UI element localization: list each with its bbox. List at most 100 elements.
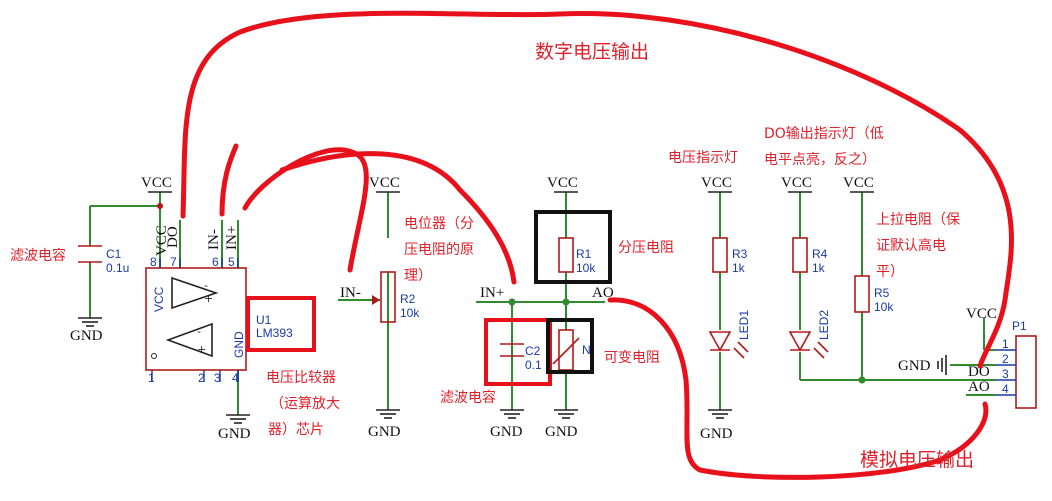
c2-highlight-box <box>484 318 552 386</box>
p1-ao-net: AO <box>968 379 990 395</box>
u1-vcc-pin-label: VCC <box>152 286 166 312</box>
u1-pin-7: 7 <box>170 255 177 269</box>
svg-text:-: - <box>197 325 201 338</box>
r4-value: 1k <box>812 261 826 275</box>
do-led-note-line1: DO输出指示灯（低 <box>764 126 884 142</box>
gnd-label-u1: GND <box>218 426 251 442</box>
u1-pin-4: 4 <box>232 371 239 385</box>
u1-inplus-net: IN+ <box>224 226 240 250</box>
pullup-note-line1: 上拉电阻（保 <box>876 212 960 228</box>
comparator-note-line3: 器）芯片 <box>268 422 324 438</box>
r1-ref: R1 <box>576 247 592 261</box>
u1-do-net: DO <box>165 226 181 248</box>
r3-resistor <box>712 237 728 273</box>
comparator-note-line1: 电压比较器 <box>266 370 336 386</box>
power-led-note: 电压指示灯 <box>668 150 738 166</box>
divider-note: 分压电阻 <box>618 240 674 256</box>
p1-pin-2: 2 <box>1002 352 1009 366</box>
n1-ref: N <box>582 343 591 357</box>
vcc-label-r4: VCC <box>781 175 812 191</box>
r3-ref: R3 <box>732 247 748 261</box>
gnd-symbols <box>78 317 947 424</box>
pullup-note-line3: 平） <box>876 264 904 280</box>
gnd-label-c1: GND <box>70 328 103 344</box>
r5-ref: R5 <box>874 286 890 300</box>
vcc-label-r5: VCC <box>843 175 874 191</box>
net-ao: AO <box>592 285 614 301</box>
comparator-note-line2: （运算放大 <box>270 396 340 412</box>
u1-highlight-box <box>246 296 316 352</box>
c1-ref: C1 <box>106 247 122 261</box>
r3-value: 1k <box>732 261 746 275</box>
handdrawn-annotations <box>180 10 1014 480</box>
r4-resistor <box>792 237 808 273</box>
r1-highlight-box <box>534 210 612 284</box>
led1-diode <box>708 331 749 359</box>
r5-resistor <box>854 275 870 313</box>
digital-output-note: 数字电压输出 <box>535 41 649 63</box>
r5-value: 10k <box>874 300 894 314</box>
gnd-label-n1: GND <box>545 424 578 440</box>
u1-pin-5: 5 <box>228 255 235 269</box>
vcc-label-r1: VCC <box>547 175 578 191</box>
svg-text:+: + <box>197 343 206 356</box>
led2-diode <box>788 331 829 359</box>
u1-inminus-net: IN- <box>206 229 222 250</box>
pullup-note-line2: 证默认高电 <box>876 237 946 254</box>
u1-pin-3: 3 <box>214 371 221 385</box>
gnd-label-r3: GND <box>700 426 733 442</box>
filter-cap-note-2: 滤波电容 <box>440 389 496 406</box>
u1-part: LM393 <box>256 326 293 340</box>
svg-text:-: - <box>204 279 208 292</box>
pot-note-line2: 压电阻的原 <box>404 242 474 258</box>
vcc-label-r3: VCC <box>701 175 732 191</box>
r2-value: 10k <box>400 306 420 320</box>
u1-gnd-pin-label: GND <box>232 331 246 358</box>
u1-ref: U1 <box>256 313 272 327</box>
p1-ref: P1 <box>1012 319 1027 333</box>
n1-highlight-box <box>546 318 594 374</box>
junctions <box>157 203 866 384</box>
c2-ref: C2 <box>525 344 541 358</box>
c2-capacitor <box>500 343 524 357</box>
u1-pin-2: 2 <box>198 371 205 385</box>
p1-pin-3: 3 <box>1002 367 1009 381</box>
u1-pin-6: 6 <box>212 255 219 269</box>
r4-ref: R4 <box>812 247 828 261</box>
c1-capacitor <box>78 245 102 263</box>
net-in-minus: IN- <box>340 285 361 301</box>
u1-comparator-chip: - + - + <box>145 258 247 382</box>
p1-vcc-net: VCC <box>966 306 997 322</box>
r2-ref: R2 <box>400 292 416 306</box>
p1-pin-1: 1 <box>1002 337 1009 351</box>
gnd-label-p1: GND <box>898 358 931 374</box>
u1-vcc-net: VCC <box>154 225 170 256</box>
r1-value: 10k <box>576 261 596 275</box>
pot-note-line3: 理） <box>404 268 432 284</box>
vcc-label-r2: VCC <box>369 175 400 191</box>
gnd-label-r2: GND <box>368 424 401 440</box>
vcc-label-u1: VCC <box>141 175 172 191</box>
p1-pin-4: 4 <box>1002 382 1009 396</box>
p1-do-net: DO <box>968 364 990 380</box>
n1-variable-resistor <box>552 329 580 371</box>
r2-potentiometer <box>372 271 396 323</box>
variable-resistor-note: 可变电阻 <box>604 350 660 366</box>
c1-value: 0.1u <box>106 261 129 275</box>
gnd-label-c2: GND <box>490 424 523 440</box>
c2-value: 0.1 <box>525 358 542 372</box>
do-led-note-line2: 电平点亮，反之） <box>764 151 876 168</box>
filter-cap-note-1: 滤波电容 <box>10 247 66 264</box>
p1-connector <box>995 335 1037 409</box>
net-in-plus: IN+ <box>480 285 504 301</box>
led1-ref: LED1 <box>737 310 751 340</box>
pot-note-line1: 电位器（分 <box>404 216 474 232</box>
u1-pin-8: 8 <box>150 255 157 269</box>
led2-ref: LED2 <box>817 310 831 340</box>
svg-text:+: + <box>204 292 213 305</box>
r1-resistor <box>558 237 574 273</box>
u1-pin-1: 1 <box>148 371 155 385</box>
analog-output-note: 模拟电压输出 <box>860 449 974 471</box>
